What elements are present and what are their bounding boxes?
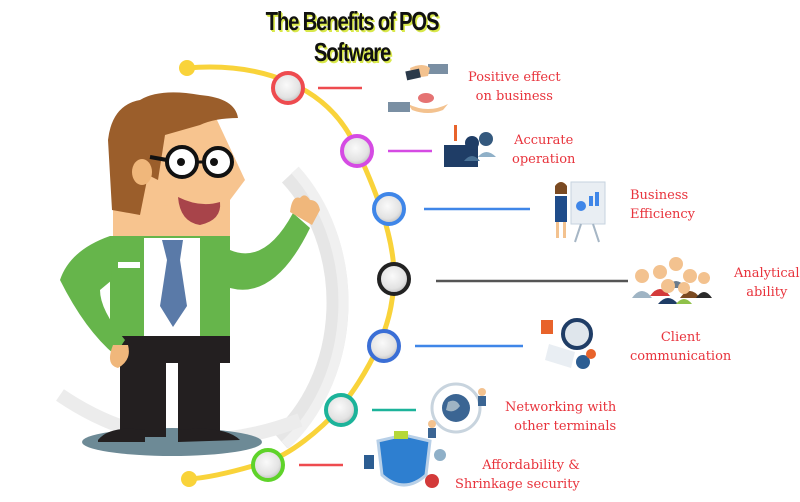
benefit-4-line2: ability <box>746 285 788 300</box>
node-7 <box>251 448 285 482</box>
support-agents-icon <box>444 125 496 167</box>
benefit-3-line2: Efficiency <box>630 207 696 222</box>
benefit-7-label: Affordability & Shrinkage security <box>455 456 580 494</box>
benefit-4-line1: Analytical <box>734 266 800 281</box>
page-title: The Benefits of POS Software <box>265 6 440 67</box>
benefit-6-line2: other terminals <box>514 419 617 434</box>
presentation-icon <box>555 181 606 243</box>
protection-shield-icon <box>364 431 446 488</box>
benefit-1-line2: on business <box>475 89 553 104</box>
node-5 <box>367 329 401 363</box>
node-6 <box>324 393 358 427</box>
node-4 <box>377 262 411 296</box>
network-globe-icon <box>428 382 486 438</box>
benefit-3-label: Business Efficiency <box>630 186 695 224</box>
benefit-2-line2: operation <box>512 152 576 167</box>
headset-globe-icon <box>541 318 596 369</box>
benefit-2-label: Accurate operation <box>512 131 575 169</box>
node-2 <box>340 134 374 168</box>
card-payment-icon <box>388 64 448 113</box>
tie <box>160 240 187 327</box>
benefit-1-label: Positive effect on business <box>468 68 561 106</box>
benefit-5-line1: Client <box>660 330 701 345</box>
arc-start-dot <box>179 60 195 76</box>
benefit-2-line1: Accurate <box>514 133 574 148</box>
benefit-3-line1: Business <box>630 188 689 203</box>
node-3 <box>372 192 406 226</box>
benefit-1-line1: Positive effect <box>468 70 561 85</box>
team-group-icon <box>632 257 712 304</box>
businessman-character <box>60 92 320 456</box>
benefit-7-line2: Shrinkage security <box>455 477 580 492</box>
benefit-6-label: Networking with other terminals <box>505 398 616 436</box>
benefit-7-line1: Affordability & <box>482 458 580 473</box>
mouth <box>178 197 221 225</box>
benefit-6-line1: Networking with <box>505 400 617 415</box>
arc-end-dot <box>181 471 197 487</box>
benefit-5-label: Client communication <box>630 328 731 366</box>
connector-lines <box>299 86 628 467</box>
node-1 <box>271 71 305 105</box>
benefit-5-line2: communication <box>630 349 732 364</box>
benefit-4-label: Analytical ability <box>734 264 800 302</box>
